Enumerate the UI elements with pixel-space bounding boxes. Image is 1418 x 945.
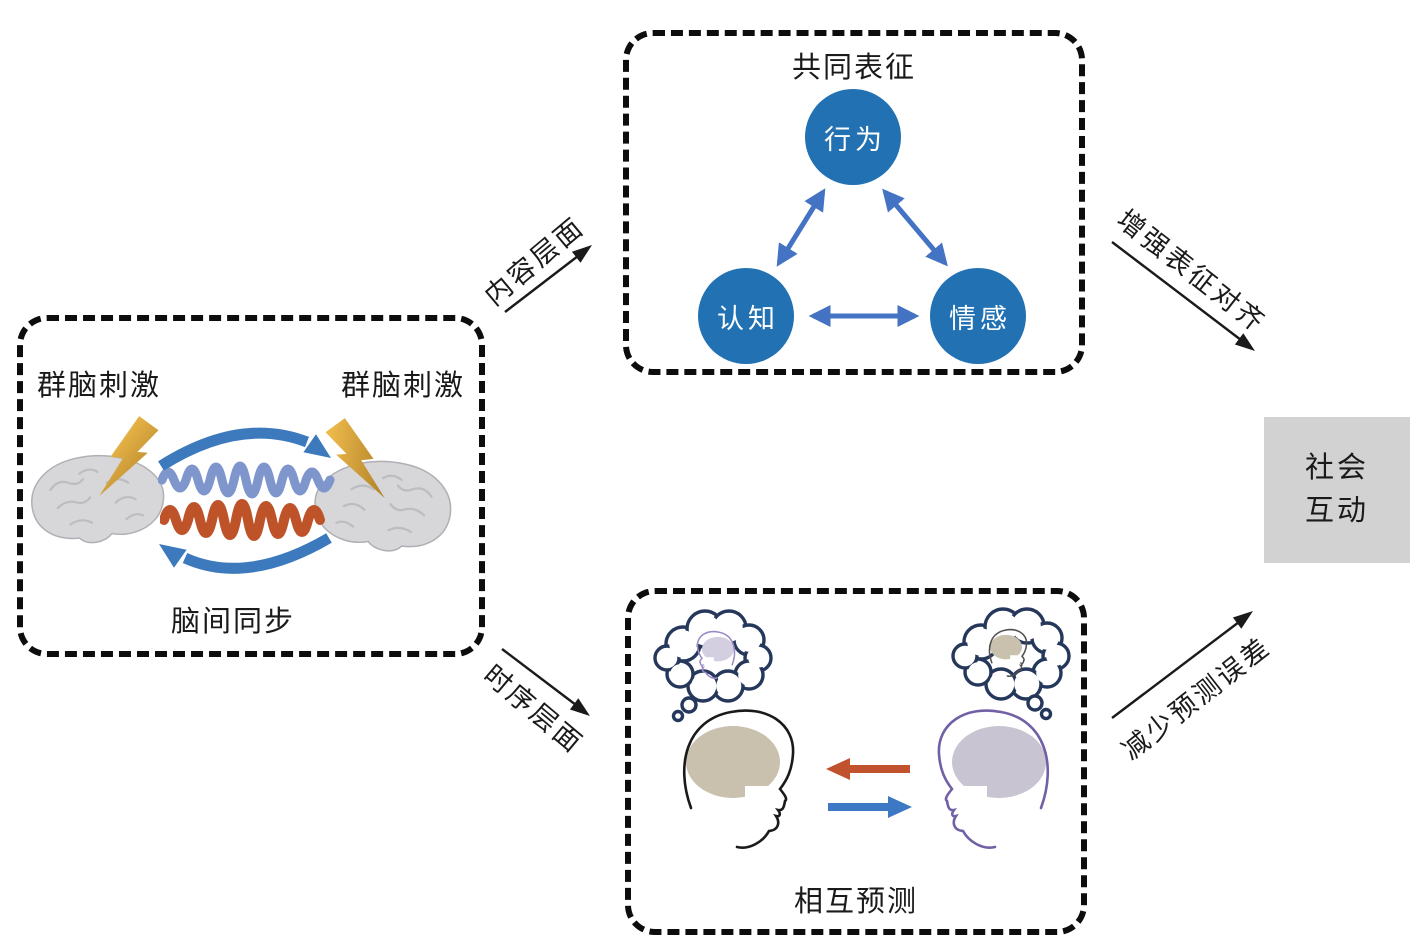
right-brain-illustration (314, 460, 452, 552)
shared-representation-title: 共同表征 (791, 52, 916, 84)
node-behavior: 行为 (805, 89, 901, 185)
curved-arrow-bottom (159, 533, 332, 574)
wave-blue-signal (158, 461, 335, 499)
flow-arrow-enhance-alignment (1111, 241, 1255, 351)
thought-bubble-left (653, 609, 773, 723)
flow-arrow-content-level (504, 245, 592, 313)
curved-arrow-top (158, 427, 331, 471)
mutual-prediction-box (625, 588, 1087, 935)
lightning-bolt-right-icon (325, 418, 385, 499)
stim-label-right: 群脑刺激 (340, 370, 465, 402)
head-profile-right (937, 709, 1049, 849)
social-interaction-line1: 社会 (1304, 451, 1369, 484)
prediction-arrow-right-icon (828, 796, 912, 818)
left-brain-illustration (31, 455, 165, 544)
wave-red-signal (160, 499, 325, 541)
flow-arrow-temporal-level (501, 648, 590, 716)
flow-arrow-reduce-error (1111, 611, 1253, 719)
social-interaction-box: 社会 互动 (1264, 417, 1410, 563)
thought-bubble-right (951, 607, 1071, 721)
node-connection-arrows (776, 188, 948, 328)
mutual-prediction-title: 相互预测 (793, 886, 918, 918)
mini-head-of-partner (988, 628, 1028, 677)
mini-head-of-partner (696, 630, 736, 679)
lightning-bolt-left-icon (99, 416, 159, 497)
shared-representation-box (623, 30, 1085, 375)
social-interaction-line2: 互动 (1304, 495, 1369, 527)
node-emotion: 情感 (930, 268, 1026, 364)
prediction-arrow-left-icon (826, 758, 910, 780)
interbrain-sync-box (17, 315, 485, 657)
stim-label-left: 群脑刺激 (36, 370, 161, 402)
interbrain-sync-title: 脑间同步 (170, 606, 295, 638)
head-profile-left (683, 709, 795, 849)
node-cognition: 认知 (698, 268, 794, 364)
